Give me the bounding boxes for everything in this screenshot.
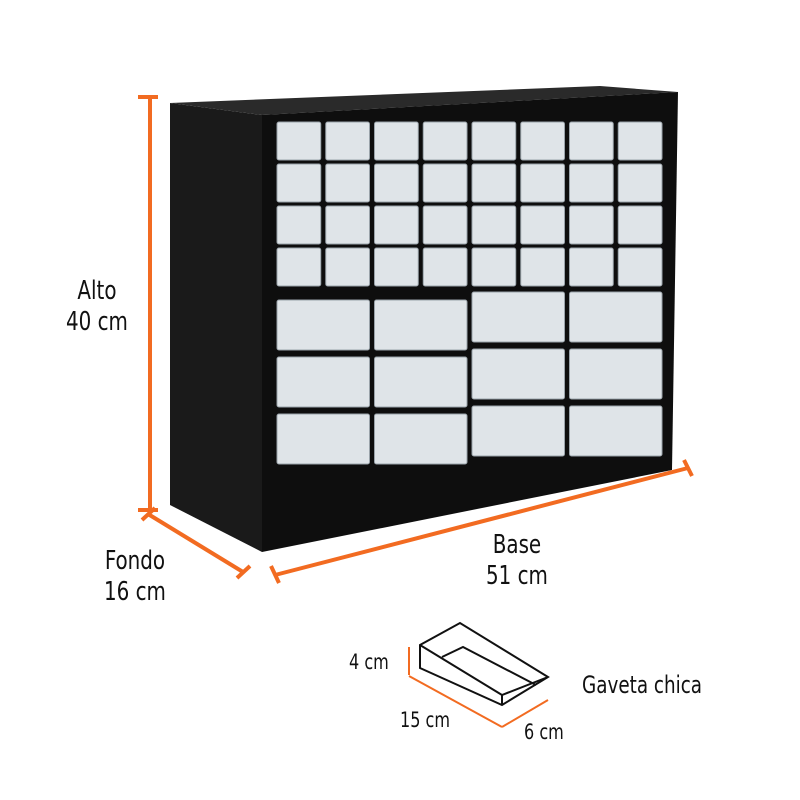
drawer[interactable] [471, 405, 565, 457]
drawer[interactable] [471, 205, 517, 245]
drawer[interactable] [374, 163, 419, 203]
drawer[interactable] [569, 405, 663, 457]
dimension-lines [138, 95, 694, 584]
drawer[interactable] [276, 413, 370, 465]
drawer[interactable] [276, 247, 322, 287]
drawer[interactable] [569, 348, 663, 400]
drawer[interactable] [422, 121, 468, 161]
drawer-width: 6 cm [524, 720, 564, 744]
drawer[interactable] [471, 247, 517, 287]
drawer[interactable] [471, 348, 565, 400]
drawer[interactable] [325, 163, 370, 203]
drawer[interactable] [471, 291, 565, 343]
drawer-grid [276, 121, 663, 465]
drawer[interactable] [374, 121, 419, 161]
drawer[interactable] [374, 356, 468, 408]
drawer[interactable] [276, 163, 322, 203]
drawer[interactable] [325, 247, 370, 287]
drawer[interactable] [374, 299, 468, 351]
drawer[interactable] [276, 121, 322, 161]
drawer[interactable] [617, 205, 663, 245]
drawer[interactable] [569, 291, 663, 343]
drawer[interactable] [276, 356, 370, 408]
small-drawer-diagram [419, 621, 550, 707]
drawer[interactable] [325, 121, 370, 161]
drawer[interactable] [520, 121, 565, 161]
drawer[interactable] [617, 163, 663, 203]
drawer[interactable] [617, 121, 663, 161]
drawer[interactable] [520, 205, 565, 245]
drawer-title: Gaveta chica [582, 671, 703, 699]
drawer[interactable] [422, 163, 468, 203]
drawer-height: 4 cm [349, 650, 389, 674]
drawer[interactable] [569, 205, 614, 245]
drawer[interactable] [276, 299, 370, 351]
drawer[interactable] [422, 205, 468, 245]
drawer[interactable] [471, 121, 517, 161]
drawer[interactable] [617, 247, 663, 287]
drawer[interactable] [520, 163, 565, 203]
drawer[interactable] [520, 247, 565, 287]
drawer[interactable] [374, 205, 419, 245]
drawer[interactable] [569, 163, 614, 203]
drawer[interactable] [374, 413, 468, 465]
cabinet [170, 86, 678, 552]
drawer[interactable] [325, 205, 370, 245]
drawer[interactable] [276, 205, 322, 245]
drawer[interactable] [569, 121, 614, 161]
drawer[interactable] [569, 247, 614, 287]
drawer[interactable] [422, 247, 468, 287]
drawer[interactable] [374, 247, 419, 287]
drawer[interactable] [471, 163, 517, 203]
drawer-length: 15 cm [400, 708, 451, 732]
